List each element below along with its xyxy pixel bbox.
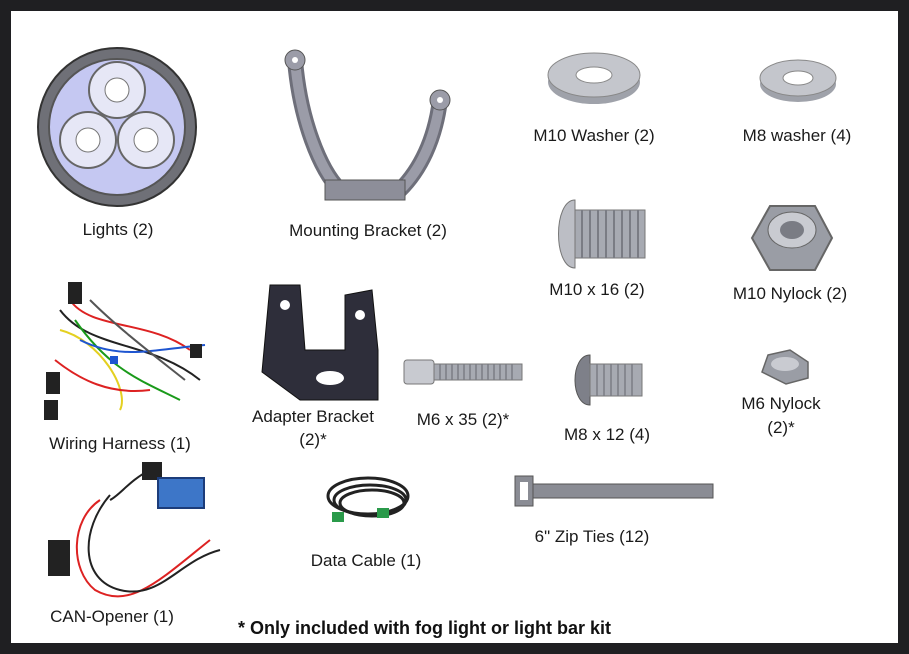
light-icon	[37, 47, 197, 207]
label-data-cable: Data Cable (1)	[310, 551, 422, 570]
m10-nylock-icon	[750, 205, 834, 271]
mounting-bracket-icon	[284, 49, 451, 201]
zip-tie-icon	[514, 475, 714, 507]
m6x35-bolt-icon	[403, 359, 523, 385]
data-cable-icon	[326, 476, 410, 522]
label-m10x16: M10 x 16 (2)	[549, 280, 645, 299]
footnote: * Only included with fog light or light …	[238, 618, 611, 638]
label-adapter-bracket-line2: (2)*	[299, 430, 327, 449]
m10-washer-icon	[547, 52, 641, 104]
m8-washer-icon	[759, 59, 837, 102]
label-lights: Lights (2)	[82, 220, 154, 239]
wiring-harness-icon	[44, 282, 206, 420]
can-opener-icon	[48, 462, 221, 598]
adapter-bracket-icon	[261, 284, 379, 401]
m6-nylock-icon	[761, 349, 809, 385]
label-mounting-bracket: Mounting Bracket (2)	[289, 221, 447, 240]
label-m6-nylock-line1: M6 Nylock	[741, 394, 821, 413]
label-m6x35: M6 x 35 (2)*	[416, 410, 510, 429]
m8x12-bolt-icon	[574, 354, 643, 406]
label-m8x12: M8 x 12 (4)	[564, 425, 650, 444]
label-m8-washer: M8 washer (4)	[742, 126, 852, 145]
label-m10-washer: M10 Washer (2)	[533, 126, 655, 145]
label-wiring-harness: Wiring Harness (1)	[49, 434, 191, 453]
label-can-opener: CAN-Opener (1)	[50, 607, 174, 626]
label-adapter-bracket-line1: Adapter Bracket	[252, 407, 374, 426]
label-m10-nylock: M10 Nylock (2)	[732, 284, 848, 303]
m10x16-bolt-icon	[558, 199, 646, 269]
label-m6-nylock-line2: (2)*	[767, 418, 795, 437]
label-zip-ties: 6" Zip Ties (12)	[534, 527, 650, 546]
